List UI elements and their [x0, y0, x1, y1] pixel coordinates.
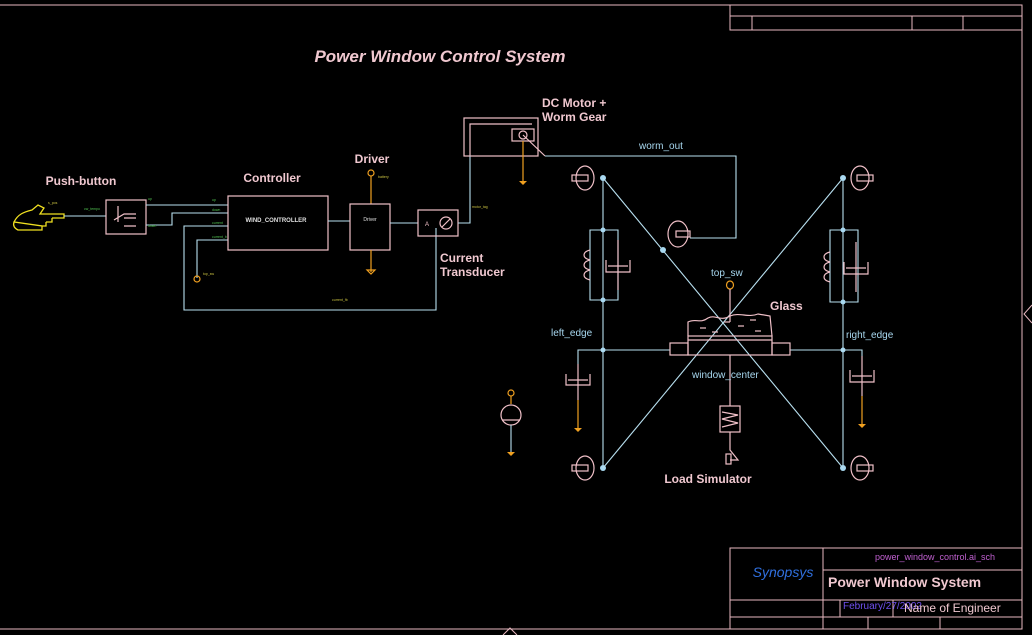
design-title: Power Window System — [828, 574, 981, 590]
title-block: Synopsys power_window_control.ai_sch Pow… — [729, 547, 1023, 630]
left-bottom-wheel — [571, 455, 595, 481]
pin-label: current_fb — [332, 298, 348, 302]
controller-label: Controller — [243, 171, 301, 185]
load-simulator-label: Load Simulator — [664, 472, 752, 486]
engineer-name: Name of Engineer — [904, 601, 1001, 615]
pin-label: battery — [378, 175, 389, 179]
worm-wheel — [667, 220, 691, 248]
switch-icon — [113, 206, 136, 227]
right-top-wheel — [850, 165, 874, 191]
ground-icon — [519, 181, 527, 185]
design-date: February/27/2002 — [843, 601, 922, 612]
top-sw-port-icon — [725, 280, 735, 290]
hand-pointer-icon — [12, 204, 65, 231]
pin-label: current_b — [212, 235, 227, 239]
right-damper — [843, 242, 869, 292]
ground-icon — [365, 269, 377, 275]
net-top-sw: top_sw — [711, 268, 743, 279]
net-left-edge: left_edge — [551, 328, 593, 339]
glass-block[interactable]: Glass — [603, 299, 843, 356]
controller-block[interactable]: Controller WIND_CONTROLLER — [227, 171, 329, 251]
controller-inner-label: WIND_CONTROLLER — [246, 218, 308, 224]
net-window-center: window_center — [691, 370, 759, 381]
drawing-frame — [0, 4, 1032, 635]
dc-motor-label-2: Worm Gear — [542, 110, 607, 124]
pin-label: motor_tag — [472, 205, 488, 209]
left-edge-damper — [565, 349, 603, 432]
pin-label: current — [212, 221, 223, 225]
current-transducer-label-1: Current — [440, 251, 483, 265]
switch-block — [105, 199, 147, 235]
glass-label: Glass — [770, 299, 803, 313]
pin-label: down — [212, 208, 220, 212]
company-logo: Synopsys — [753, 564, 814, 580]
dc-motor-label-1: DC Motor + — [542, 96, 606, 110]
ammeter-label: A — [425, 222, 429, 228]
right-edge-damper — [843, 349, 875, 428]
battery-source — [500, 389, 522, 456]
ground-icon — [507, 452, 515, 456]
driver-inner-label: Driver — [363, 217, 377, 223]
load-simulator-block[interactable]: Load Simulator — [664, 405, 752, 486]
pin-label: down — [148, 224, 156, 228]
pin-label: up — [212, 198, 216, 202]
left-spring — [583, 249, 591, 281]
left-top-wheel — [571, 165, 595, 191]
driver-label: Driver — [355, 152, 390, 166]
net-worm-out: worm_out — [638, 141, 683, 152]
net-right-edge: right_edge — [846, 330, 894, 341]
ammeter-icon — [439, 216, 453, 230]
right-bottom-wheel — [850, 455, 874, 481]
schematic-filename: power_window_control.ai_sch — [875, 552, 995, 562]
push-button-label: Push-button — [46, 174, 117, 188]
driver-block[interactable]: Driver battery Driver — [349, 152, 391, 275]
battery-port-icon — [367, 169, 375, 177]
diagram-title: Power Window Control System — [314, 47, 565, 66]
left-damper — [605, 240, 631, 290]
right-spring — [823, 251, 831, 283]
current-transducer-label-2: Transducer — [440, 265, 505, 279]
pin-label: s_pos — [48, 201, 58, 205]
pin-label: up — [148, 197, 152, 201]
push-button-block[interactable]: Push-button s_pos cw_tempo — [12, 174, 147, 235]
pin-label: top_sw — [203, 272, 215, 276]
load-spring-icon — [721, 411, 739, 428]
top-sw-port-icon — [193, 275, 201, 283]
dc-motor-block[interactable]: DC Motor + Worm Gear — [463, 96, 607, 185]
current-transducer-block[interactable]: A Current Transducer — [417, 209, 505, 279]
pin-label: cw_tempo — [84, 207, 100, 211]
